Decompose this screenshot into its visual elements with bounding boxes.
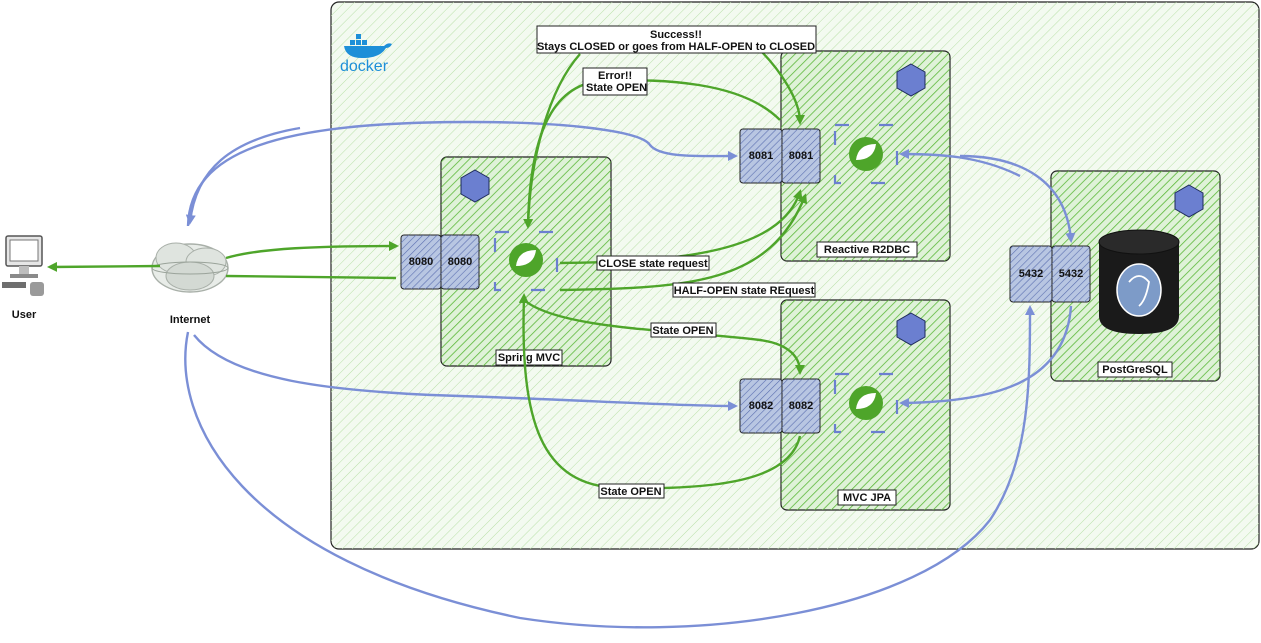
- internet-to-user-arrow: [47, 261, 161, 272]
- close-request-label: CLOSE state request: [598, 258, 708, 270]
- port-label: 8082: [749, 400, 773, 412]
- reactive-label-box: [816, 241, 918, 258]
- postgres-reactive-arrow: [899, 149, 1021, 178]
- port-label: 5432: [1019, 268, 1043, 280]
- port-label: 8080: [448, 256, 472, 268]
- postgres-mvc-jpa-arrow: [899, 305, 1073, 408]
- mvc-jpa-label-box: [837, 489, 897, 506]
- mvc-jpa-label: MVC JPA: [843, 492, 891, 504]
- spring-leaf-icon: [493, 230, 559, 292]
- state-open-label-2: State OPEN: [600, 486, 661, 498]
- docker-label: docker: [340, 58, 389, 75]
- internet-to-postgres-arrow: [184, 305, 1035, 629]
- port-label: 8080: [409, 256, 433, 268]
- reactive-label: Reactive R2DBC: [824, 244, 910, 256]
- error-title: Error!!: [598, 70, 632, 82]
- error-body: State OPEN: [586, 82, 647, 94]
- port-label: 8081: [789, 150, 813, 162]
- desktop-computer-icon: [2, 235, 44, 296]
- reactive-postgres-arrow: [959, 154, 1076, 243]
- docker-logo-icon: [344, 34, 392, 58]
- internet-to-mvc-jpa-arrow: [193, 334, 738, 411]
- success-title: Success!!: [650, 29, 702, 41]
- reactive-r2dbc-service: Reactive R2DBC: [780, 50, 951, 262]
- postgresql-service: PostGreSQL: [1050, 170, 1221, 382]
- reactive-ports: 8081 8081: [739, 128, 821, 184]
- hexagon-icon: [1174, 184, 1204, 218]
- reactive-to-internet-arrow: [185, 126, 301, 225]
- port-label: 8081: [749, 150, 773, 162]
- port-label: 8082: [789, 400, 813, 412]
- success-arrow: [759, 49, 805, 125]
- error-note: Error!! State OPEN: [582, 67, 648, 96]
- spring-leaf-icon: [833, 123, 899, 185]
- state-open-note-1: State OPEN: [650, 322, 717, 338]
- mvc-jpa-service: MVC JPA: [780, 299, 951, 511]
- spring-mvc-to-internet-arrow: [225, 274, 397, 280]
- hexagon-icon: [896, 63, 926, 97]
- half-open-request-label: HALF-OPEN state REquest: [674, 285, 815, 297]
- postgres-elephant-icon: [1098, 229, 1180, 334]
- spring-mvc-ports: 8080 8080: [400, 234, 480, 290]
- success-note: Success!! Stays CLOSED or goes from HALF…: [536, 25, 817, 54]
- hexagon-icon: [460, 169, 490, 203]
- spring-leaf-icon: [833, 372, 899, 434]
- spring-mvc-label: Spring MVC: [498, 352, 560, 364]
- spring-mvc-label-box: [495, 349, 563, 366]
- close-request-note: CLOSE state request: [596, 255, 710, 271]
- spring-mvc-service: Spring MVC: [440, 156, 612, 367]
- internet-to-spring-mvc-arrow: [225, 241, 399, 260]
- half-open-request-arrow: [559, 193, 808, 292]
- success-to-spring-arrow: [526, 53, 581, 227]
- postgres-ports: 5432 5432: [1009, 245, 1091, 303]
- success-body: Stays CLOSED or goes from HALF-OPEN to C…: [537, 41, 815, 53]
- user-label: User: [12, 309, 37, 321]
- internet-label: Internet: [170, 314, 211, 326]
- state-open-label-1: State OPEN: [652, 325, 713, 337]
- postgres-label-box: [1097, 361, 1173, 378]
- hexagon-icon: [896, 312, 926, 346]
- mvc-jpa-ports: 8082 8082: [739, 378, 821, 434]
- state-open-note-2: State OPEN: [598, 483, 665, 499]
- globe-cloud-icon: [151, 242, 229, 293]
- port-label: 5432: [1059, 268, 1083, 280]
- half-open-request-note: HALF-OPEN state REquest: [672, 282, 816, 298]
- internet-to-reactive-arrow: [186, 120, 738, 227]
- blue-connections: [184, 120, 1076, 629]
- postgres-label: PostGreSQL: [1102, 364, 1168, 376]
